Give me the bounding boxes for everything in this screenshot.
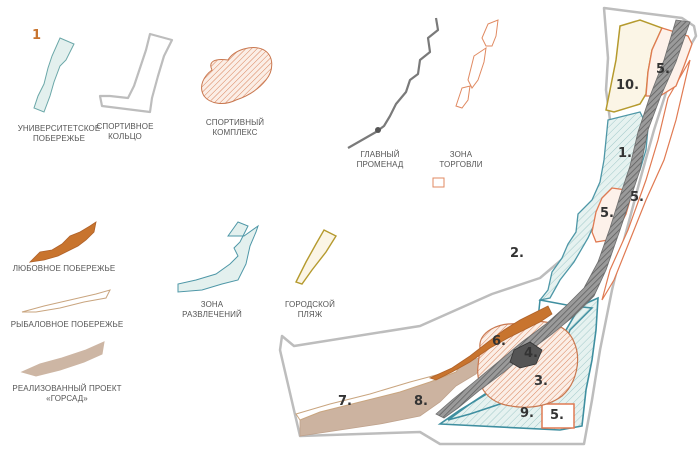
zone-7-area [295, 364, 462, 421]
legend-label-love-coast: ЛЮБОВНОЕ ПОБЕРЕЖЬЕ [12, 264, 116, 273]
legend-icon-university-coast [33, 37, 75, 113]
figure-number: 1 [32, 28, 42, 43]
map-label-zone-2: 2. [510, 246, 524, 261]
map-label-zone-3: 3. [534, 374, 548, 389]
legend-icon-fishing-coast [21, 289, 111, 313]
map-label-zone-5-bottom: 5. [550, 408, 564, 423]
legend-label-sports-complex: СПОРТИВНЫЙ КОМПЛЕКС [205, 118, 265, 137]
map-label-zone-1: 1. [618, 146, 632, 161]
legend-label-fishing-coast: РЫБАЛОВНОЕ ПОБЕРЕЖЬЕ [10, 320, 124, 329]
map-label-zone-6: 6. [492, 334, 506, 349]
map-label-zone-7: 7. [338, 394, 352, 409]
legend-icon-trade-zone-4 [432, 177, 445, 188]
legend-icon-main-promenade [347, 17, 440, 149]
legend-icon-trade-zone-1 [481, 19, 499, 47]
map-label-zone-10: 10. [616, 78, 640, 93]
map-label-zone-5-right: 5. [630, 190, 644, 205]
legend-label-trade-zone: ЗОНА ТОРГОВЛИ [439, 150, 483, 169]
map-label-zone-5-mid: 5. [600, 206, 614, 221]
legend-icon-gorsad-project [20, 341, 105, 377]
legend-label-gorsad-project: РЕАЛИЗОВАННЫЙ ПРОЕКТ «ГОРСАД» [12, 384, 122, 403]
zone-5d-area [541, 403, 575, 429]
zone-4-node [509, 341, 543, 369]
legend-icon-sports-complex [201, 47, 273, 104]
map-label-zone-4: 4. [524, 346, 538, 361]
legend-icon-love-coast [28, 221, 97, 263]
legend-icon-city-beach [295, 229, 338, 285]
legend-label-city-beach: ГОРОДСКОЙ ПЛЯЖ [285, 300, 335, 319]
legend-icon-sports-ring [98, 32, 174, 114]
legend-label-sports-ring: СПОРТИВНОЕ КОЛЬЦО [96, 122, 154, 141]
map-label-zone-5-top: 5. [656, 62, 670, 77]
zone-5c-area [601, 59, 691, 301]
legend-label-entertainment-zone: ЗОНА РАЗВЛЕЧЕНИЙ [182, 300, 242, 319]
legend-label-university-coast: УНИВЕРСИТЕТСКОЕ ПОБЕРЕЖЬЕ [17, 124, 101, 143]
legend-label-main-promenade: ГЛАВНЫЙ ПРОМЕНАД [356, 150, 404, 169]
legend-icon-trade-zone-3 [455, 85, 471, 109]
map-label-zone-9: 9. [520, 406, 534, 421]
promenade-node-icon [375, 127, 381, 133]
zone-6-area [428, 305, 553, 381]
legend-icon-trade-zone-2 [467, 46, 487, 89]
map-label-zone-8: 8. [414, 394, 428, 409]
promenade-band [435, 19, 691, 419]
legend-icon-entertainment-zone [177, 221, 259, 293]
zone-10-area [605, 19, 664, 113]
